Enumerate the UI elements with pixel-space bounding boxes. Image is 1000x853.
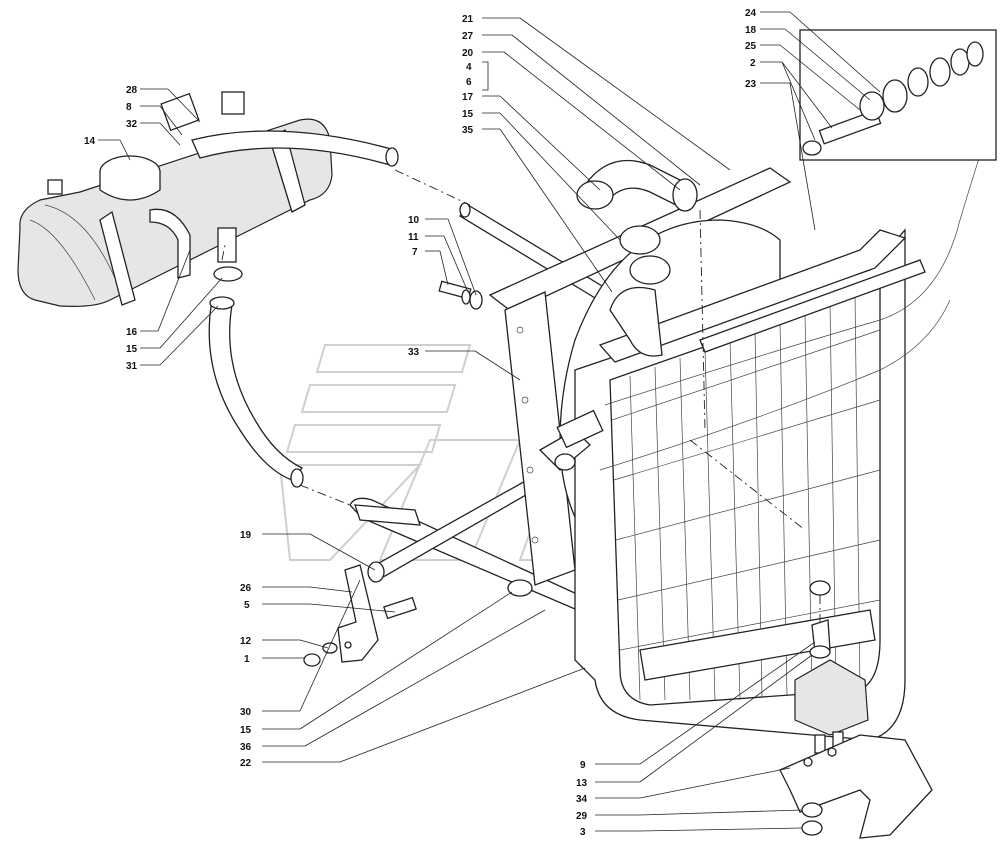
callout-4: 4 (466, 62, 472, 73)
callout-28: 28 (126, 85, 138, 96)
callout-17: 17 (462, 92, 474, 103)
callout-34: 34 (576, 794, 588, 805)
drain-valve (538, 409, 604, 471)
callout-18: 18 (745, 25, 757, 36)
callout-13: 13 (576, 778, 588, 789)
radiator-core (574, 228, 907, 741)
assembly-axes (221, 169, 821, 625)
hose-upper-vent (191, 130, 399, 167)
callout-6: 6 (466, 77, 472, 88)
callout-15-bottom: 15 (240, 725, 252, 736)
callout-15-top: 15 (462, 109, 474, 120)
lower-tube (349, 497, 591, 613)
callout-16: 16 (126, 327, 138, 338)
callout-35: 35 (462, 125, 474, 136)
callout-24: 24 (745, 8, 757, 19)
callout-22: 22 (240, 758, 252, 769)
bracket-26 (303, 564, 417, 667)
callout-1: 1 (244, 654, 250, 665)
callout-25: 25 (745, 41, 757, 52)
callout-5: 5 (244, 600, 250, 611)
callout-labels: 28 8 32 14 16 15 31 21 27 20 4 6 17 15 3… (84, 8, 757, 838)
callout-31: 31 (126, 361, 138, 372)
leader-lines (98, 11, 881, 832)
callout-10: 10 (408, 215, 420, 226)
callout-32: 32 (126, 119, 138, 130)
callout-9: 9 (580, 760, 586, 771)
callout-30: 30 (240, 707, 252, 718)
callout-27: 27 (462, 31, 474, 42)
callout-12: 12 (240, 636, 252, 647)
upper-elbow-hose (576, 159, 698, 357)
callout-23: 23 (745, 79, 757, 90)
callout-33: 33 (408, 347, 420, 358)
callout-14: 14 (84, 136, 96, 147)
callout-19: 19 (240, 530, 252, 541)
hose-31 (208, 266, 304, 488)
callout-8: 8 (126, 102, 132, 113)
callout-7: 7 (412, 247, 418, 258)
callout-15-left: 15 (126, 344, 138, 355)
callout-21: 21 (462, 14, 474, 25)
callout-20: 20 (462, 48, 474, 59)
callout-3: 3 (580, 827, 586, 838)
mounting-hardware-top (799, 29, 997, 161)
callout-2: 2 (750, 58, 756, 69)
callout-26: 26 (240, 583, 252, 594)
callout-36: 36 (240, 742, 252, 753)
callout-11: 11 (408, 232, 419, 243)
bolt-7 (438, 280, 483, 310)
lower-mount (779, 619, 933, 839)
expansion-tank (17, 91, 333, 307)
bracket-4-6 (482, 61, 489, 91)
callout-29: 29 (576, 811, 588, 822)
